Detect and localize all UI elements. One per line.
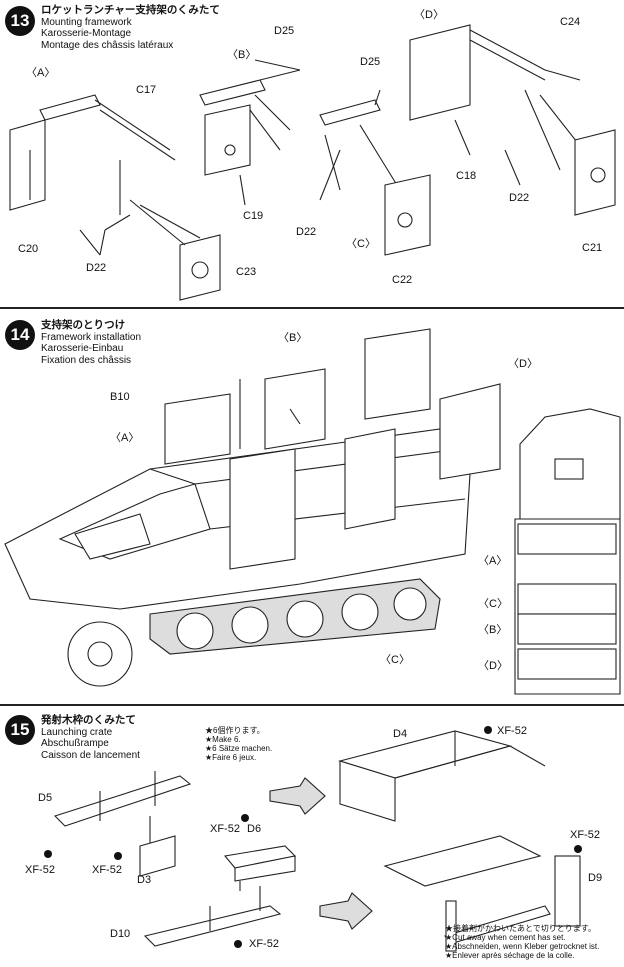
label-c21: C21 xyxy=(582,242,603,254)
step-titles: 発射木枠のくみたて Launching crate Abschußrampe C… xyxy=(41,714,140,761)
title-en: Mounting framework xyxy=(41,16,132,28)
label-frame-d: 〈D〉 xyxy=(508,358,538,370)
part-d10-illustration xyxy=(143,886,282,947)
step-number-badge: 14 xyxy=(5,320,35,350)
paint-dot-icon xyxy=(44,850,52,858)
step-14: 14 支持架のとりつけ Framework installation Karos… xyxy=(0,309,624,704)
step-number-badge: 15 xyxy=(5,715,35,745)
title-jp: 発射木枠のくみたて xyxy=(41,714,136,726)
label-d4: D4 xyxy=(393,728,408,740)
halftrack-illustration xyxy=(4,328,501,687)
label-frame-c: 〈C〉 xyxy=(346,238,376,250)
frame-d-illustration xyxy=(409,24,616,216)
paint-dot-icon xyxy=(574,845,582,853)
label-c19: C19 xyxy=(243,210,264,222)
label-c22: C22 xyxy=(392,274,413,286)
label-c18: C18 xyxy=(456,170,477,182)
label-c23: C23 xyxy=(236,266,257,278)
part-d6-illustration xyxy=(223,845,297,891)
label-xf52-e: XF-52 xyxy=(497,725,527,737)
assembled-crate-illustration xyxy=(337,730,581,952)
step-15: 15 発射木枠のくみたて Launching crate Abschußramp… xyxy=(0,706,624,967)
label-d22-a: D22 xyxy=(86,262,107,274)
title-fr: Caisson de lancement xyxy=(41,749,140,761)
label-b10: B10 xyxy=(110,391,130,403)
label-d25-c: D25 xyxy=(360,56,381,68)
label-xf52-d: XF-52 xyxy=(249,938,279,950)
part-d5-illustration xyxy=(53,771,192,877)
paint-dot-icon xyxy=(484,726,492,734)
label-d3: D3 xyxy=(137,874,152,886)
label-d22-d: D22 xyxy=(509,192,530,204)
label-d22-b: D22 xyxy=(296,226,317,238)
label-xf52-f: XF-52 xyxy=(570,829,600,841)
label-frame-b: 〈B〉 xyxy=(278,332,308,344)
title-fr: Montage des châssis latéraux xyxy=(41,39,174,51)
label-d9: D9 xyxy=(588,872,603,884)
frame-c-illustration xyxy=(319,89,431,256)
label-d5: D5 xyxy=(38,792,53,804)
title-en: Launching crate xyxy=(41,726,113,738)
cut-away-note: ★接着剤がかわいたあとで切りとります。 ★Cut away when cemen… xyxy=(445,924,600,960)
title-jp: ロケットランチャー支持架のくみたて xyxy=(41,4,220,16)
label-d10: D10 xyxy=(110,928,131,940)
plan-view-illustration xyxy=(514,408,621,695)
title-fr: Fixation des châssis xyxy=(41,354,132,366)
plan-label-c: 〈C〉 xyxy=(478,598,508,610)
step-number-badge: 13 xyxy=(5,6,35,36)
make-six-note: ★6個作ります。 ★Make 6. ★6 Sätze machen. ★Fair… xyxy=(205,726,273,762)
title-en: Framework installation xyxy=(41,331,142,343)
label-frame-b: 〈B〉 xyxy=(227,49,257,61)
plan-label-d: 〈D〉 xyxy=(478,660,508,672)
paint-dot-icon xyxy=(241,814,249,822)
step-titles: 支持架のとりつけ Framework installation Karosser… xyxy=(41,319,142,366)
arrow-illustration xyxy=(269,777,373,930)
step-14-drawing xyxy=(4,328,621,695)
label-c24: C24 xyxy=(560,16,581,28)
label-frame-d: 〈D〉 xyxy=(414,9,444,21)
title-jp: 支持架のとりつけ xyxy=(41,319,126,331)
section-divider xyxy=(0,307,624,309)
section-divider xyxy=(0,704,624,706)
frame-b-illustration xyxy=(199,59,301,206)
step-15-drawing xyxy=(44,726,582,952)
title-de: Karosserie-Einbau xyxy=(41,343,124,354)
title-de: Abschußrampe xyxy=(41,738,109,749)
label-c20: C20 xyxy=(18,243,39,255)
label-xf52-c: XF-52 xyxy=(210,823,240,835)
label-c17: C17 xyxy=(136,84,157,96)
label-frame-a: 〈A〉 xyxy=(26,67,56,79)
title-de: Karosserie-Montage xyxy=(41,28,132,39)
step-titles: ロケットランチャー支持架のくみたて Mounting framework Kar… xyxy=(41,4,220,51)
paint-dot-icon xyxy=(234,940,242,948)
label-d25-b: D25 xyxy=(274,25,295,37)
label-xf52-a: XF-52 xyxy=(25,864,55,876)
label-d6: D6 xyxy=(247,823,262,835)
paint-dot-icon xyxy=(114,852,122,860)
frame-a-illustration xyxy=(9,94,221,301)
plan-label-b: 〈B〉 xyxy=(478,624,508,636)
label-frame-a: 〈A〉 xyxy=(110,432,140,444)
label-xf52-b: XF-52 xyxy=(92,864,122,876)
label-frame-c: 〈C〉 xyxy=(380,654,410,666)
step-13-drawing xyxy=(9,24,616,301)
plan-label-a: 〈A〉 xyxy=(478,555,508,567)
step-13: 13 ロケットランチャー支持架のくみたて Mounting framework … xyxy=(0,0,624,305)
